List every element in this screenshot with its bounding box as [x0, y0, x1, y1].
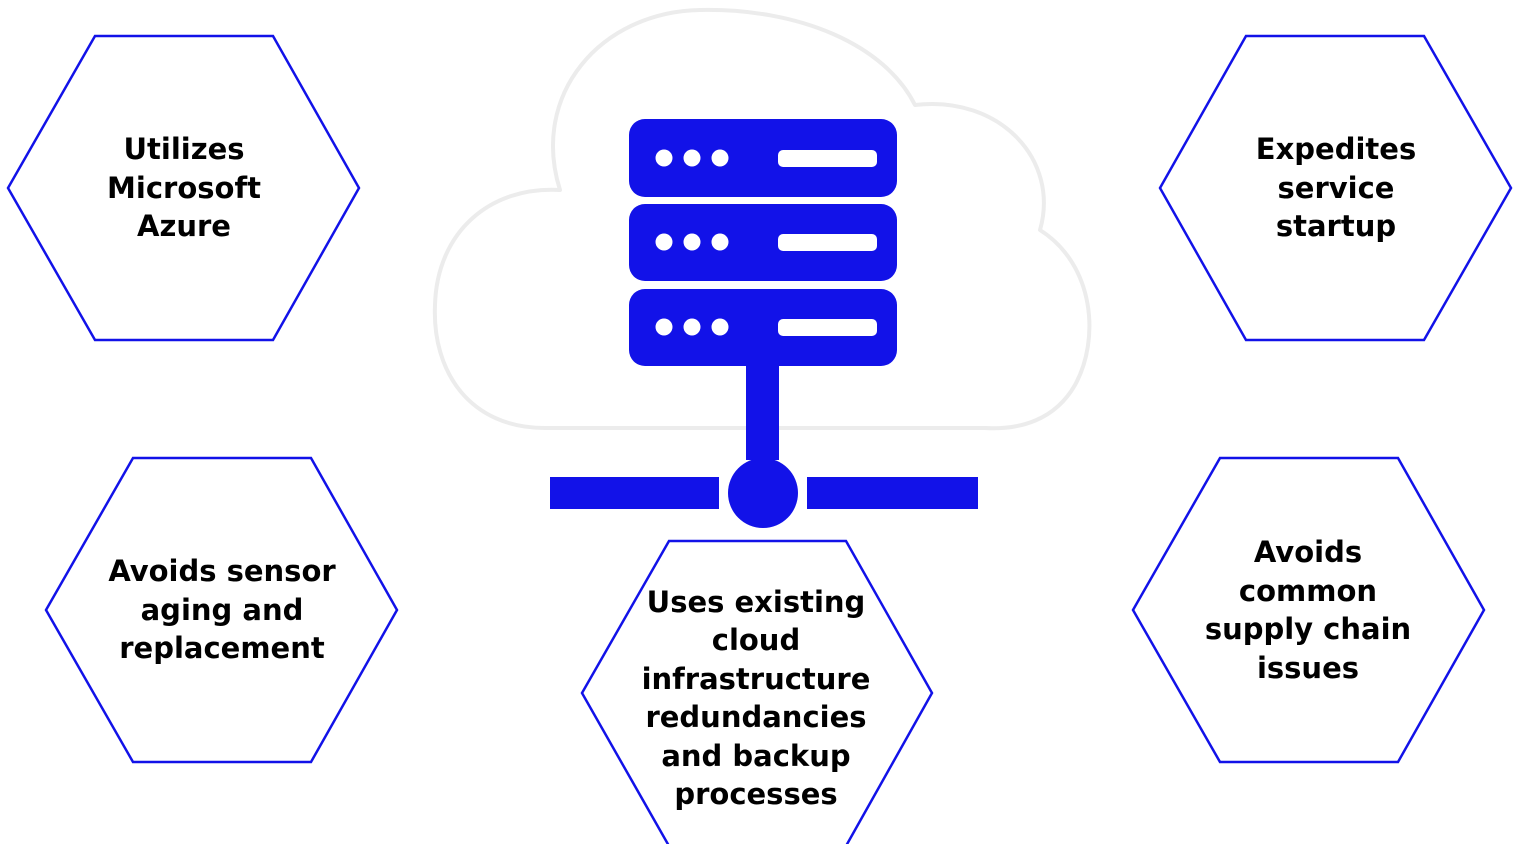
hexagon-top-left — [6, 34, 361, 342]
server-indicators — [655, 149, 877, 336]
indicator-dot — [683, 233, 701, 251]
hexagon-top-right — [1158, 34, 1513, 342]
network-node — [728, 458, 798, 528]
indicator-dot — [655, 233, 673, 251]
indicator-dot — [711, 318, 729, 336]
network-bar-right — [807, 477, 978, 509]
network-node-icon — [550, 458, 978, 528]
network-bar-left — [550, 477, 719, 509]
hexagon-label-azure: Utilizes Microsoft Azure — [107, 132, 261, 244]
hexagon-label-startup: Expedites service startup — [1255, 132, 1417, 244]
drive-slot — [778, 319, 877, 336]
drive-slot — [778, 234, 877, 251]
server-unit-1 — [629, 119, 897, 197]
server-stem — [746, 364, 779, 460]
cloud-icon — [432, 7, 1092, 431]
hexagon-bottom-left — [44, 456, 399, 764]
indicator-dot — [655, 149, 673, 167]
indicator-dot — [683, 318, 701, 336]
hexagon-bottom-right — [1131, 456, 1486, 764]
hexagon-label-cloud-infrastructure: Uses existing cloud infrastructure redun… — [641, 584, 871, 812]
indicator-dot — [711, 233, 729, 251]
server-unit-3 — [629, 289, 897, 366]
server-unit-2 — [629, 204, 897, 281]
hexagon-label-sensor-aging: Avoids sensor aging and replacement — [108, 554, 336, 666]
indicator-dot — [655, 318, 673, 336]
indicator-dot — [683, 149, 701, 167]
drive-slot — [778, 150, 877, 167]
server-rack-icon — [629, 119, 897, 460]
hexagon-label-supply-chain: Avoids common supply chain issues — [1204, 535, 1412, 685]
indicator-dot — [711, 149, 729, 167]
hexagon-bottom-center — [580, 539, 934, 844]
